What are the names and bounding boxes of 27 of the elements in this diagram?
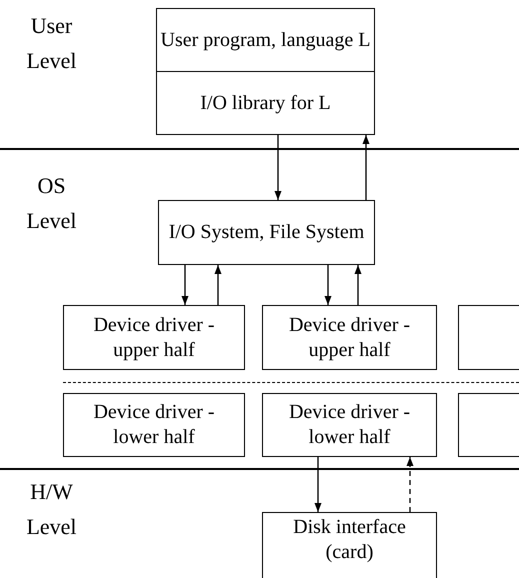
arrow (182, 265, 188, 305)
arrow (406, 457, 414, 512)
arrow (274, 135, 282, 200)
level-label: OS Level (25, 172, 78, 236)
process-box (156, 8, 375, 72)
box-text: I/O library for L (200, 90, 331, 116)
box-text: User program, language L (160, 28, 370, 52)
box-text: Disk interface (card) (292, 515, 407, 565)
arrow (354, 265, 362, 305)
arrow (214, 265, 222, 305)
process-box (158, 200, 375, 265)
process-box (262, 305, 437, 370)
box-text: Device driver - lower half (288, 400, 412, 450)
level-label: User Level (25, 12, 78, 76)
box-text: Device driver - lower half (92, 400, 216, 450)
process-box (262, 512, 437, 578)
process-box (63, 305, 245, 370)
process-box (156, 71, 375, 135)
box-text: Device driver - upper half (288, 312, 412, 362)
process-box (262, 393, 437, 457)
box-text: Device driver - upper half (92, 312, 216, 362)
box-text: I/O System, File System (168, 220, 364, 245)
arrow (314, 457, 322, 512)
level-label: H/W Level (25, 478, 78, 542)
arrow (362, 135, 370, 200)
process-box (63, 393, 245, 457)
arrow (324, 265, 332, 305)
